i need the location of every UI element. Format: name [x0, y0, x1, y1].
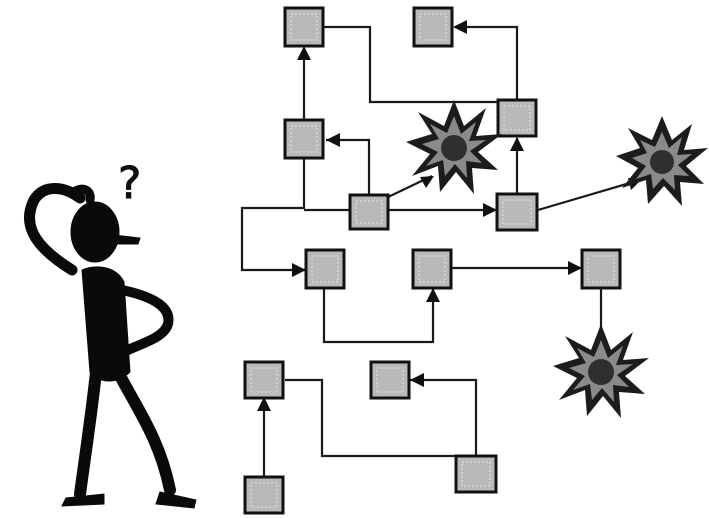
- confused-person-icon: ?: [24, 158, 197, 509]
- arrow-head-icon: [410, 373, 424, 387]
- module-box-icon: [495, 192, 539, 232]
- arrow-head-icon: [483, 203, 497, 217]
- module-box-icon: [348, 193, 390, 231]
- module-box-icon: [243, 475, 285, 515]
- module-box-icon: [454, 454, 498, 494]
- module-box-icon: [283, 118, 325, 160]
- error-burst-icon: [616, 116, 708, 206]
- module-box-icon: [496, 98, 538, 138]
- connection-wires: [240, 25, 641, 477]
- module-boxes: [243, 6, 622, 515]
- module-box-icon: [283, 6, 325, 48]
- arrow-head-icon: [420, 176, 434, 188]
- question-mark: ?: [118, 158, 141, 209]
- error-burst-icon: [406, 100, 502, 194]
- module-box-icon: [411, 248, 453, 290]
- error-burst-icon: [553, 324, 649, 418]
- arrow-head-icon: [292, 263, 306, 277]
- arrow-head-icon: [510, 137, 524, 151]
- arrow-head-icon: [297, 46, 311, 60]
- error-bursts: [406, 100, 708, 418]
- module-box-icon: [412, 6, 454, 48]
- arrow-head-icon: [426, 288, 440, 302]
- module-box-icon: [580, 248, 622, 290]
- module-box-icon: [243, 360, 285, 400]
- module-box-icon: [369, 360, 411, 400]
- arrow-head-icon: [568, 261, 582, 275]
- module-box-icon: [304, 248, 346, 290]
- arrow-head-icon: [326, 133, 340, 147]
- arrow-head-icon: [257, 397, 271, 411]
- arrow-head-icon: [453, 20, 467, 34]
